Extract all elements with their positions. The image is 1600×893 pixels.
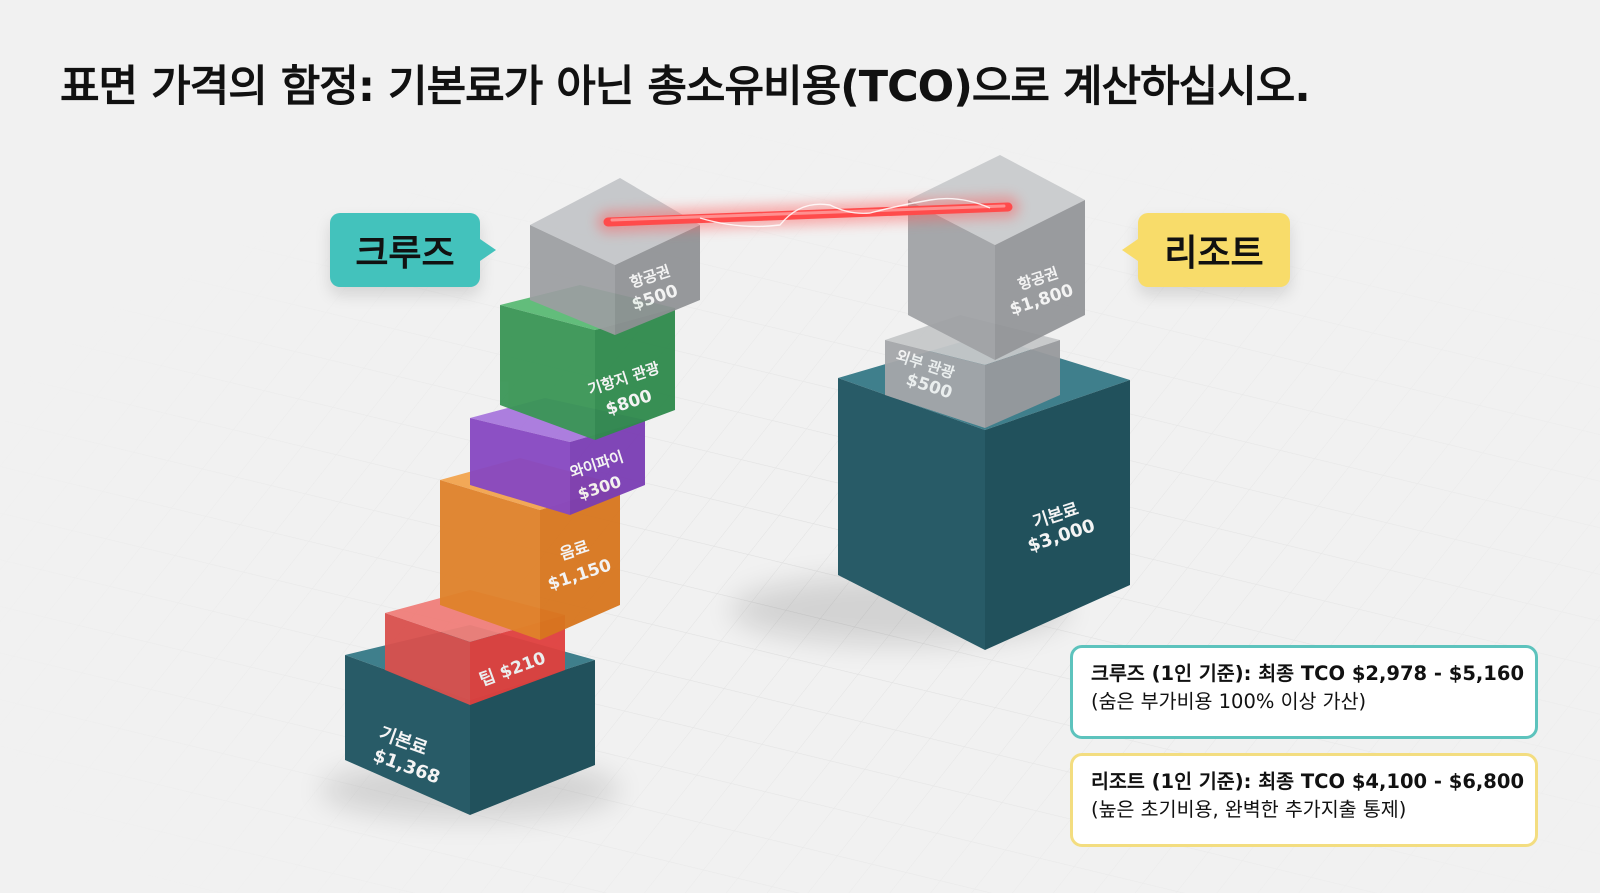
- resort-tag: 리조트: [1122, 213, 1290, 287]
- cruise-tco-box: 크루즈 (1인 기준): 최종 TCO $2,978 - $5,160 (숨은 …: [1070, 645, 1538, 739]
- resort-tco-main: 리조트 (1인 기준): 최종 TCO $4,100 - $6,800: [1091, 770, 1525, 793]
- cruise-tag: 크루즈: [330, 213, 496, 287]
- cruise-tco-sub: (숨은 부가비용 100% 이상 가산): [1091, 690, 1367, 713]
- cruise-tco-main: 크루즈 (1인 기준): 최종 TCO $2,978 - $5,160: [1091, 662, 1525, 685]
- page-title: 표면 가격의 함정: 기본료가 아닌 총소유비용(TCO)으로 계산하십시오.: [60, 62, 1311, 112]
- resort-tco-box: 리조트 (1인 기준): 최종 TCO $4,100 - $6,800 (높은 …: [1070, 753, 1538, 847]
- resort-tco-sub: (높은 초기비용, 완벽한 추가지출 통제): [1091, 798, 1407, 821]
- laser-beam: [597, 196, 1019, 233]
